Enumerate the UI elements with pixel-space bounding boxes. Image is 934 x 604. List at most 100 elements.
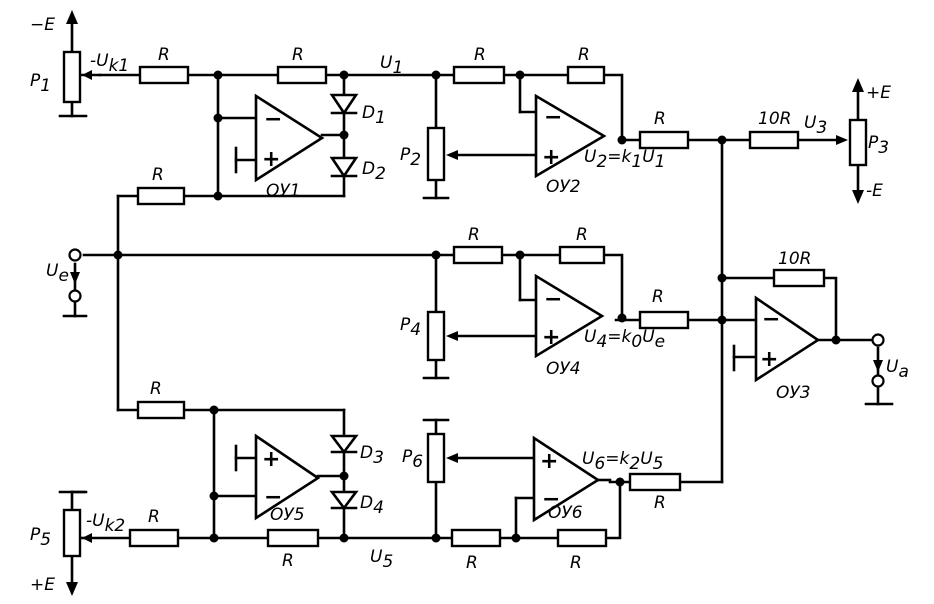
svg-text:+: + — [540, 449, 558, 474]
junction-dots — [113, 70, 841, 543]
label-d4: D4 — [360, 493, 384, 518]
label-p3: P3 — [868, 133, 889, 158]
label-r-oy4-out: R — [652, 287, 664, 307]
resistor-r-oy1-left — [136, 186, 186, 206]
potentiometer-p5 — [62, 508, 92, 558]
label-oy4: ОУ4 — [546, 359, 581, 379]
svg-text:−: − — [544, 287, 562, 312]
diodes — [329, 93, 359, 511]
resistor-r-oy6-out — [628, 472, 682, 492]
label-minus-e-top: −E — [30, 15, 55, 35]
potentiometer-p4 — [426, 310, 458, 362]
svg-text:−: − — [544, 105, 562, 130]
label-p1: P1 — [30, 71, 51, 96]
arrow-down-ue — [70, 272, 80, 284]
svg-text:+: + — [262, 147, 280, 172]
label-u4-eq: U4=k0Ue — [584, 327, 665, 352]
label-plus-e-bottom: +E — [30, 575, 55, 595]
label-10r-oy3-fb: 10R — [778, 249, 811, 269]
label-r-oy6-fb: R — [570, 553, 582, 573]
label-r-oy2-fb: R — [578, 45, 590, 65]
svg-text:−: − — [762, 307, 780, 332]
label-u2-eq: U2=k1U1 — [584, 147, 665, 172]
label-d1: D1 — [362, 103, 386, 128]
label-uk1: -Uk1 — [90, 51, 129, 76]
potentiometers — [62, 50, 868, 558]
potentiometer-p6 — [426, 432, 458, 484]
opamp-oy3: − + — [754, 295, 821, 383]
resistor-r-top-1 — [138, 65, 190, 85]
arrow-down-plus-e-bottom — [66, 582, 78, 596]
svg-text:−: − — [264, 107, 282, 132]
potentiometer-p2 — [426, 126, 458, 182]
label-p5: P5 — [30, 525, 51, 550]
label-p2: P2 — [400, 145, 421, 170]
opamp-oy4: − + — [534, 273, 605, 359]
potentiometer-p1 — [62, 50, 102, 104]
arrow-down-minus-e-right — [852, 190, 864, 204]
labels: −E P1 -Uk1 R R U1 R R D1 D2 ОУ1 R P2 ОУ2… — [30, 15, 909, 595]
label-u5: U5 — [370, 547, 393, 572]
arrow-up-plus-e-right — [852, 78, 864, 92]
resistor-r-oy2-out — [638, 130, 690, 150]
resistor-r-oy2-in — [452, 65, 506, 85]
label-ue: Ue — [46, 261, 69, 286]
label-r-top-1: R — [158, 45, 170, 65]
label-d2: D2 — [362, 159, 386, 184]
opamp-oy1: − + — [254, 93, 325, 183]
label-p4: P4 — [400, 315, 421, 340]
label-r-oy1-left: R — [152, 165, 164, 185]
label-u1: U1 — [380, 53, 403, 78]
resistor-10r-u3 — [748, 130, 800, 150]
opamp-oy6: + − — [532, 435, 601, 523]
label-uk2: -Uk2 — [86, 511, 125, 536]
resistor-r-oy2-fb — [566, 65, 606, 85]
terminals — [68, 248, 885, 388]
label-minus-e-right: -E — [866, 181, 883, 201]
label-oy6: ОУ6 — [548, 503, 583, 523]
arrow-up-minus-e-top — [66, 10, 78, 24]
svg-text:−: − — [542, 487, 560, 512]
wiring — [58, 20, 894, 588]
diode-d2 — [329, 156, 359, 179]
svg-text:+: + — [542, 325, 560, 350]
svg-text:+: + — [542, 145, 560, 170]
label-oy3: ОУ3 — [776, 383, 811, 403]
label-oy5: ОУ5 — [270, 505, 305, 525]
resistor-r-oy4-out — [638, 310, 690, 330]
diode-d4 — [329, 490, 359, 511]
resistor-r-oy5-left — [136, 400, 186, 420]
label-10r-u3: 10R — [758, 109, 791, 129]
resistor-10r-oy3-fb — [772, 268, 826, 288]
svg-text:+: + — [760, 347, 778, 372]
label-r-bottom-2: R — [282, 551, 294, 571]
label-plus-e-right: +E — [866, 83, 891, 103]
label-r-oy2-in: R — [474, 45, 486, 65]
label-r-oy2-out: R — [654, 109, 666, 129]
label-ua: Ua — [886, 357, 909, 382]
terminal-ue-top — [68, 248, 82, 262]
label-r-oy6-in: R — [466, 553, 478, 573]
diode-d3 — [329, 434, 359, 455]
opamp-oy2: − + — [534, 93, 607, 179]
terminal-ua-bottom — [871, 374, 885, 388]
resistors — [128, 65, 826, 548]
label-r-oy6-out: R — [654, 493, 666, 513]
label-oy2: ОУ2 — [546, 177, 581, 197]
resistor-r-oy6-fb — [556, 528, 608, 548]
svg-text:+: + — [262, 447, 280, 472]
label-r-oy5-left: R — [150, 379, 162, 399]
arrow-down-ua — [873, 360, 883, 372]
diode-d1 — [329, 93, 359, 116]
resistor-r-bottom-2 — [266, 528, 320, 548]
label-d3: D3 — [360, 443, 384, 468]
resistor-r-oy6-in — [450, 528, 502, 548]
resistor-r-oy4-in — [452, 245, 504, 265]
label-r-oy4-fb: R — [576, 225, 588, 245]
label-u6-eq: U6=k2U5 — [582, 449, 663, 474]
label-p6: P6 — [402, 447, 423, 472]
opamp-oy5: + − — [254, 433, 321, 521]
potentiometer-p3 — [836, 118, 868, 167]
label-u3: U3 — [804, 113, 827, 138]
